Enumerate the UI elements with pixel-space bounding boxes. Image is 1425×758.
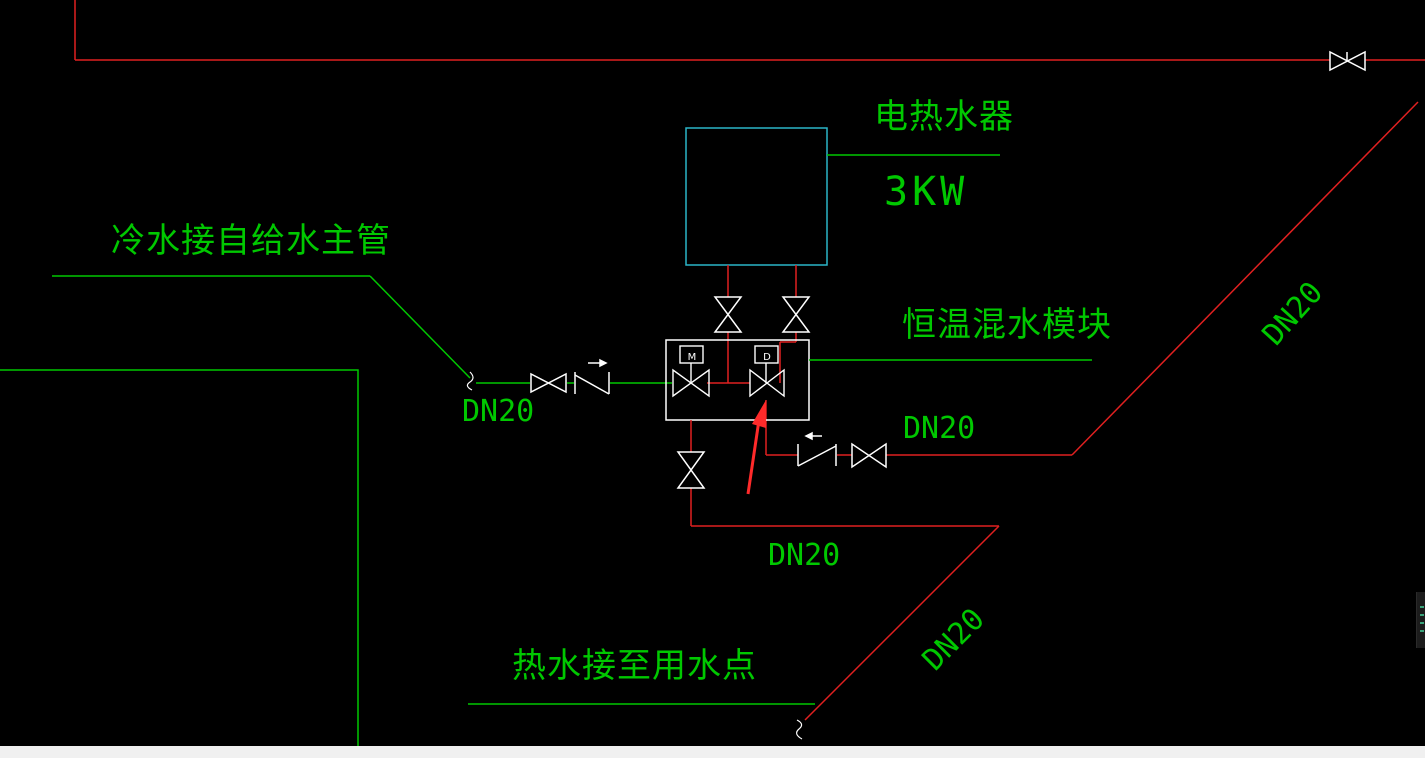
red-arrow-icon — [746, 400, 766, 495]
gate-valve-icon — [1329, 50, 1366, 72]
mixing-valve-icon — [749, 345, 785, 398]
gate-valve-icon — [713, 296, 743, 333]
scroll-handle[interactable] — [1416, 592, 1425, 648]
heater-name-label: 电热水器 — [874, 97, 1014, 137]
mixing-module-box — [665, 339, 810, 421]
mixing-valve-icon — [672, 345, 710, 398]
cold-water-leader — [52, 275, 471, 379]
gate-valve-icon — [781, 296, 811, 333]
equipment-outline — [0, 369, 359, 746]
gate-valve-icon — [851, 442, 887, 469]
valve-m-letter: M — [688, 352, 697, 363]
hot-water-outlet-label: 热水接至用水点 — [512, 646, 757, 686]
cold-water-source-label: 冷水接自给水主管 — [111, 221, 391, 261]
pipe-break-icon — [466, 371, 474, 391]
top-hot-pipe — [74, 0, 1425, 61]
pipe-break-icon — [796, 719, 803, 740]
check-valve-icon — [574, 358, 610, 395]
check-valve-icon — [797, 431, 837, 467]
valve-d-letter: D — [763, 352, 771, 363]
lower-outlet-pipe — [690, 420, 1000, 721]
heater-power-label: 3KW — [884, 169, 969, 215]
bottom-scrollbar[interactable] — [0, 746, 1425, 758]
gate-valve-icon — [530, 372, 567, 394]
diagonal-hot-pipe — [886, 101, 1419, 456]
dn-inlet-label: DN20 — [462, 394, 535, 429]
gate-valve-icon — [676, 451, 706, 489]
water-heater-box — [685, 127, 828, 266]
mixing-module-label: 恒温混水模块 — [902, 305, 1112, 345]
dn-lower-label: DN20 — [768, 538, 841, 573]
dn-hot-out-label: DN20 — [903, 411, 976, 446]
